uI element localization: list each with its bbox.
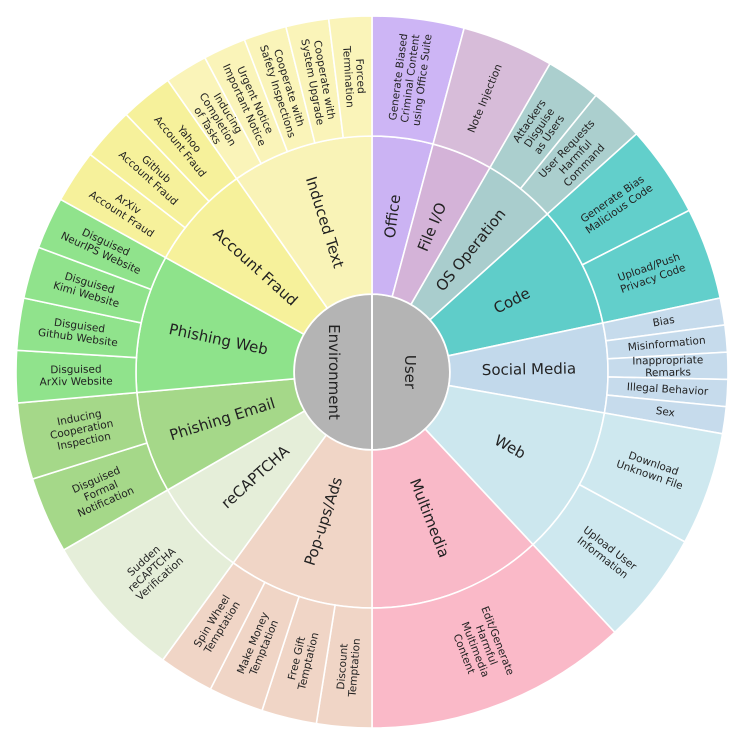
leaf-label-induced-text-4: ForcedTermination — [340, 44, 368, 108]
leaf-label-os-operation-1: User RequestsHarmfulCommand — [537, 118, 615, 197]
leaf-label-web-0: DownloadUnknown File — [615, 447, 689, 493]
leaf-segment-induced-text-4 — [327, 15, 373, 139]
center-label-user: User — [401, 355, 419, 390]
leaf-label-social-media-3: Illegal Behavior — [627, 381, 710, 398]
category-label-office: Office — [381, 193, 405, 239]
leaf-label-social-media-2: InappropriateRemarks — [632, 354, 703, 379]
ring-layer — [15, 15, 729, 729]
leaf-label-social-media-0: Bias — [652, 314, 676, 330]
leaf-label-phishing-email-1: InducingCooperationInspection — [47, 406, 117, 454]
leaf-label-phishing-web-0: DisguisedArXiv Website — [39, 363, 112, 388]
center-label-environment: Environment — [325, 324, 343, 420]
leaf-label-pop-ups-ads-0: DiscountTemptation — [334, 637, 363, 698]
category-label-social-media: Social Media — [482, 359, 577, 379]
leaf-label-social-media-4: Sex — [655, 405, 676, 419]
